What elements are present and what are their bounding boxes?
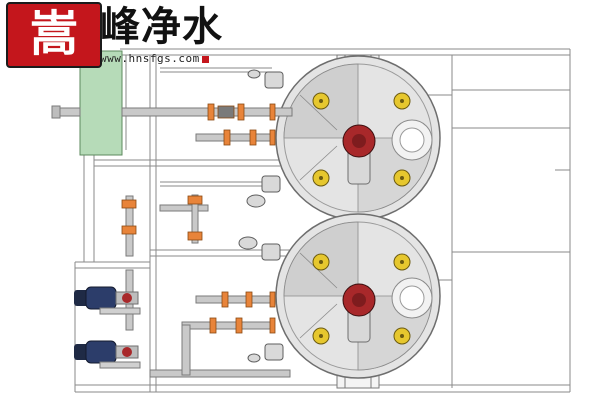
chemical-tank	[51, 50, 123, 156]
flange-marker-centers	[319, 99, 404, 338]
pipes	[121, 107, 293, 378]
lower-agitator-motor	[342, 283, 376, 343]
brand-name: 峰净水	[100, 3, 223, 50]
brand-logo: 嵩	[6, 2, 102, 68]
gate-valves	[238, 69, 284, 363]
upper-dosing-pump	[74, 286, 139, 310]
lower-dosing-pump	[74, 340, 139, 364]
upper-agitator-motor	[342, 124, 376, 185]
flange-markers	[312, 92, 411, 345]
brand-url: www.hnsfgs.com	[100, 52, 209, 65]
valves	[121, 103, 276, 334]
pump-base-plates	[99, 307, 141, 369]
brand-url-text: www.hnsfgs.com	[100, 52, 200, 65]
brand-logo-char: 嵩	[29, 6, 78, 62]
url-dot-icon	[201, 55, 209, 63]
